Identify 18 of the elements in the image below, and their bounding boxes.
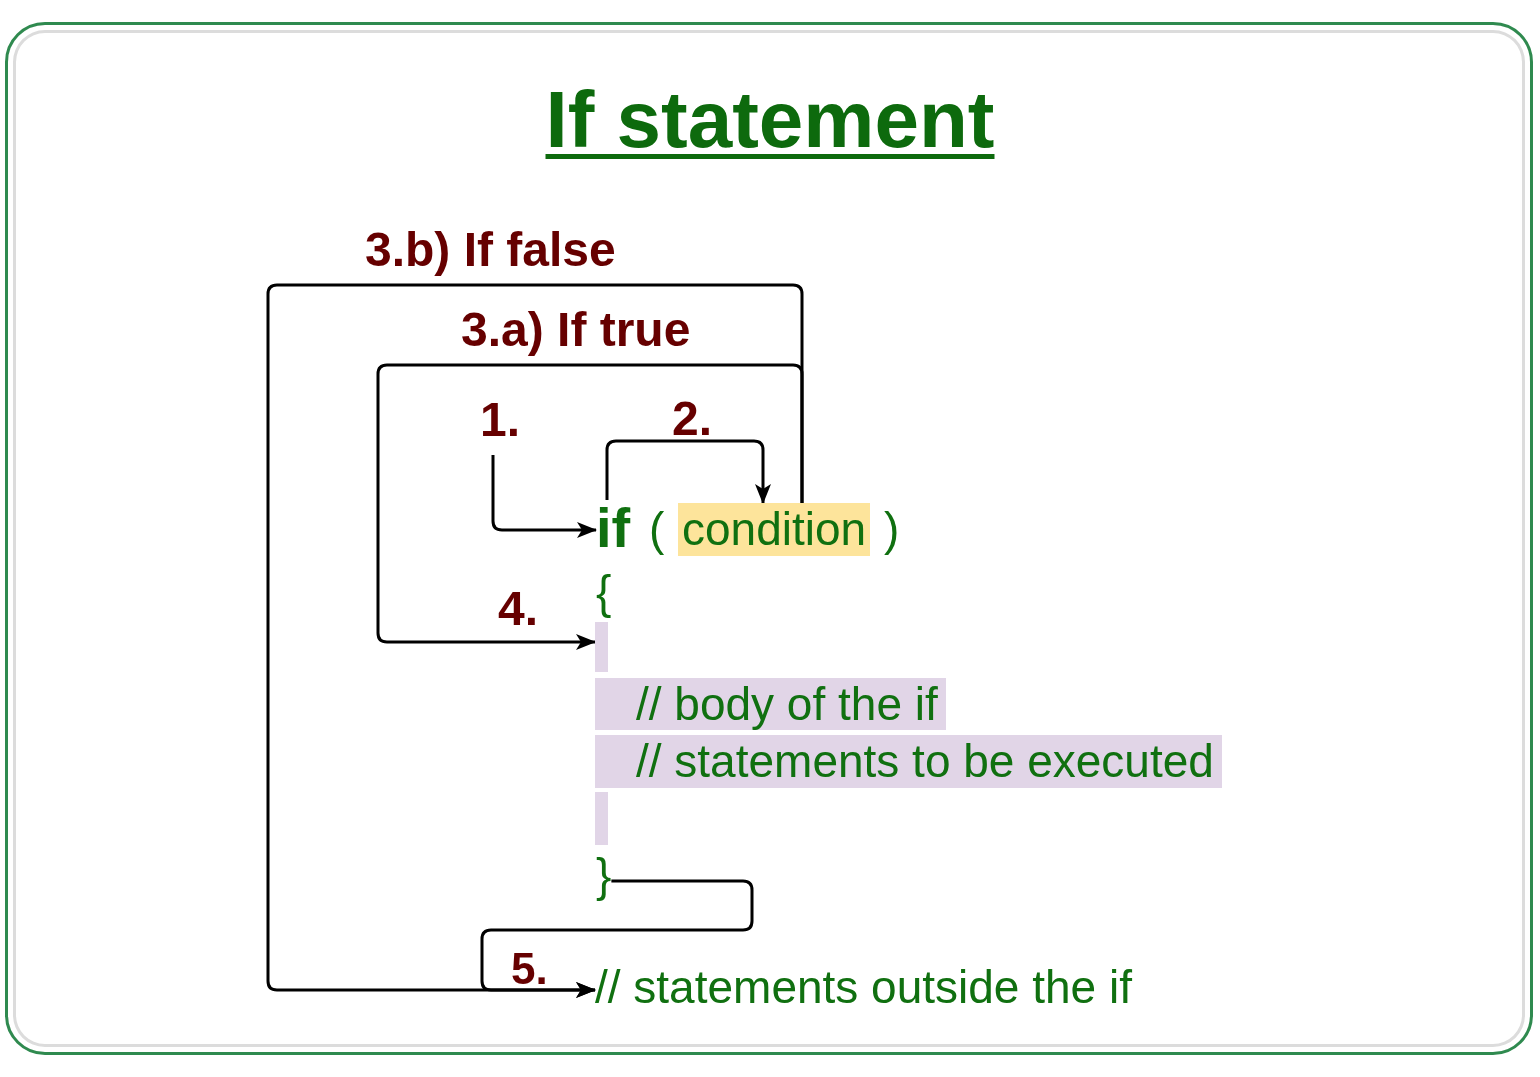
opening-brace: { [596,566,612,618]
edge-label: 1. [480,400,521,440]
parenthesis: ( [649,503,665,556]
arrow [480,879,754,998]
code-comment: // body of the if [595,678,946,730]
edge-label: 5. [511,950,548,987]
closing-brace: } [596,849,612,901]
arrow [491,455,597,538]
edge-label: 3.b) If false [365,223,616,277]
code-comment: // statements outside the if [595,961,1132,1013]
edge-label: 2. [672,399,713,439]
step-number: 4. [498,589,539,629]
title: If statement [545,80,995,160]
arrow [605,439,771,504]
code-keyword: if [596,500,631,556]
code-comment: // statements to be executed [595,735,1222,788]
parenthesis: ) [884,503,900,556]
highlighted-condition: condition [678,503,871,556]
